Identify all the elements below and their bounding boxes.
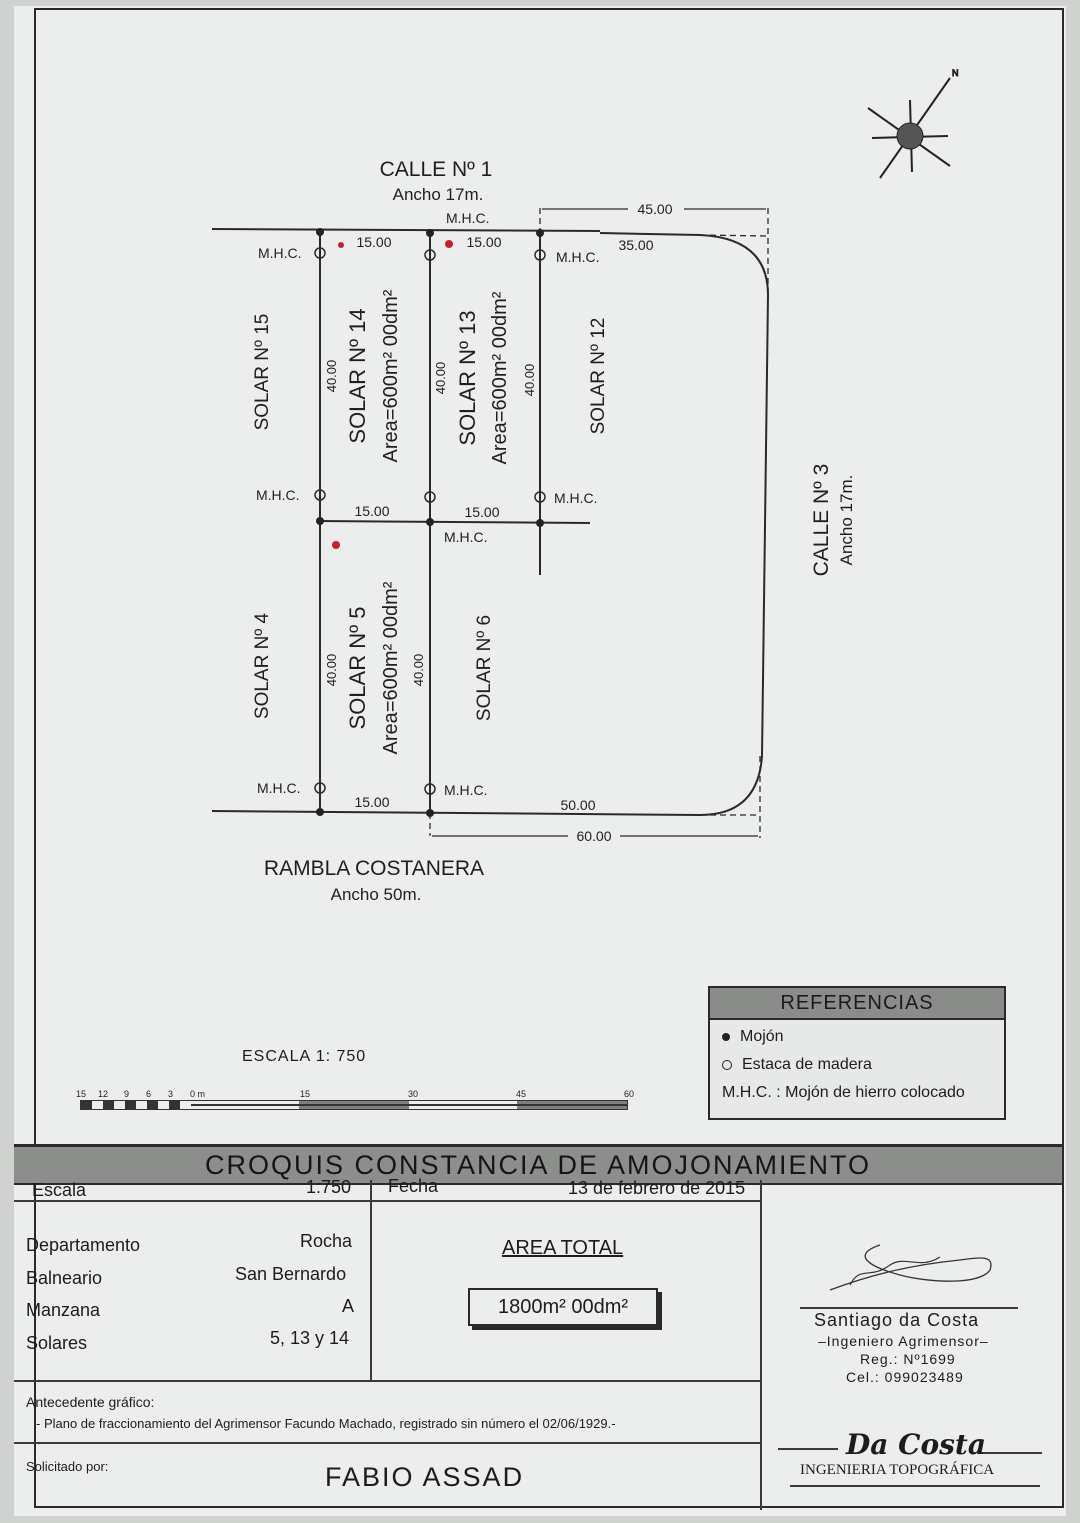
- svg-text:15: 15: [76, 1089, 86, 1099]
- svg-text:15: 15: [300, 1089, 310, 1099]
- svg-text:N: N: [952, 68, 959, 78]
- lot-13-label: SOLAR Nº 13: [455, 310, 480, 445]
- legend-item-estaca: Estaca de madera: [722, 1056, 872, 1074]
- surveyor-reg: Reg.: Nº1699: [860, 1351, 956, 1367]
- area-total-value: 1800m² 00dm²: [468, 1288, 658, 1326]
- svg-text:50.00: 50.00: [560, 797, 595, 813]
- street-right-width: Ancho 17m.: [837, 475, 856, 566]
- red-marks: [332, 240, 453, 549]
- mojon-markers: [316, 228, 544, 817]
- lot-5-area: Area=600m² 00dm²: [380, 581, 402, 754]
- svg-text:M.H.C.: M.H.C.: [256, 487, 300, 503]
- lot-4-label: SOLAR Nº 4: [252, 612, 273, 719]
- svg-text:6: 6: [146, 1089, 151, 1099]
- svg-text:15.00: 15.00: [354, 794, 389, 810]
- svg-text:40.00: 40.00: [433, 362, 448, 395]
- svg-text:9: 9: [124, 1089, 129, 1099]
- svg-text:60.00: 60.00: [576, 828, 611, 844]
- area-total-label: AREA TOTAL: [502, 1237, 624, 1259]
- svg-text:40.00: 40.00: [324, 654, 339, 687]
- svg-text:3: 3: [168, 1089, 173, 1099]
- svg-text:M.H.C.: M.H.C.: [554, 490, 598, 506]
- svg-text:0 m: 0 m: [190, 1089, 205, 1099]
- scale-label: ESCALA 1: 750: [242, 1048, 367, 1065]
- escala-value: 1:750: [306, 1177, 352, 1197]
- fecha-label: Fecha: [388, 1176, 439, 1196]
- svg-text:35.00: 35.00: [618, 237, 653, 253]
- signature-image: [829, 1244, 992, 1291]
- svg-text:45: 45: [516, 1089, 526, 1099]
- balneario-value: San Bernardo: [235, 1264, 347, 1284]
- brand-subtitle: INGENIERIA TOPOGRÁFICA: [800, 1462, 995, 1478]
- lot-14-label: SOLAR Nº 14: [345, 308, 370, 443]
- scale-tick-labels: 15 12 9 6 3 0 m 15 30 45 60: [76, 1089, 634, 1099]
- surveyor-name: Santiago da Costa: [814, 1310, 980, 1330]
- lot-13-area: Area=600m² 00dm²: [489, 291, 511, 464]
- solicitado-value: FABIO ASSAD: [325, 1462, 525, 1492]
- svg-text:M.H.C.: M.H.C.: [446, 210, 490, 226]
- mhc-markers: [314, 247, 546, 795]
- solares-value: 5, 13 y 14: [270, 1328, 350, 1348]
- svg-text:15.00: 15.00: [356, 234, 391, 250]
- brand-logo: Da Costa: [846, 1428, 986, 1461]
- antecedente-text: - Plano de fraccionamiento del Agrimenso…: [36, 1416, 616, 1431]
- survey-plan: N CALLE: [76, 68, 959, 1100]
- lot-12-label: SOLAR Nº 12: [588, 318, 609, 435]
- drawing-frame: [34, 8, 1064, 1508]
- title-block-header: CROQUIS CONSTANCIA DE AMOJONAMIENTO: [14, 1144, 1062, 1185]
- fecha-value: 13 de febrero de 2015: [568, 1178, 746, 1198]
- svg-text:40.00: 40.00: [324, 360, 339, 393]
- balneario-label: Balneario: [26, 1268, 103, 1288]
- svg-text:15.00: 15.00: [464, 504, 499, 520]
- svg-text:M.H.C.: M.H.C.: [258, 245, 302, 261]
- circle-icon: [722, 1060, 732, 1070]
- lot-14-area: Area=600m² 00dm²: [380, 289, 402, 462]
- surveyor-title: –Ingeniero Agrimensor–: [818, 1333, 989, 1349]
- surveyor-cel: Cel.: 099023489: [846, 1369, 964, 1385]
- svg-text:45.00: 45.00: [637, 201, 672, 217]
- svg-text:15.00: 15.00: [354, 503, 389, 519]
- references-legend: REFERENCIAS Mojón Estaca de madera M.H.C…: [708, 986, 1006, 1120]
- manzana-value: A: [342, 1296, 355, 1316]
- solicitado-label: Solicitado por:: [26, 1459, 109, 1474]
- departamento-value: Rocha: [300, 1231, 353, 1251]
- antecedente-label: Antecedente gráfico:: [26, 1394, 155, 1410]
- north-arrow-icon: N: [867, 68, 959, 179]
- manzana-label: Manzana: [26, 1300, 101, 1320]
- lot-5-label: SOLAR Nº 5: [345, 607, 370, 730]
- legend-item-mojon: Mojón: [722, 1028, 784, 1046]
- scale-bar: [80, 1100, 628, 1110]
- svg-text:12: 12: [98, 1089, 108, 1099]
- dimension-labels: 15.00 15.00 15.00 15.00 15.00 45.00 35.0…: [324, 201, 673, 844]
- svg-text:15.00: 15.00: [466, 234, 501, 250]
- dimension-arrows: [432, 208, 766, 837]
- svg-text:M.H.C.: M.H.C.: [444, 529, 488, 545]
- svg-text:40.00: 40.00: [411, 654, 426, 687]
- svg-text:30: 30: [408, 1089, 418, 1099]
- svg-text:M.H.C.: M.H.C.: [444, 782, 488, 798]
- solares-label: Solares: [26, 1333, 88, 1353]
- references-title: REFERENCIAS: [710, 988, 1004, 1020]
- svg-text:M.H.C.: M.H.C.: [556, 249, 600, 265]
- street-right-name: CALLE Nº 3: [810, 464, 833, 577]
- street-bottom-width: Ancho 50m.: [331, 885, 422, 904]
- legend-item-mhc: M.H.C. : Mojón de hierro colocado: [722, 1084, 965, 1101]
- lot-6-label: SOLAR Nº 6: [474, 615, 495, 721]
- departamento-label: Departamento: [26, 1235, 141, 1255]
- street-top-name: CALLE Nº 1: [380, 158, 493, 181]
- lot-15-label: SOLAR Nº 15: [252, 314, 273, 431]
- svg-text:60: 60: [624, 1089, 634, 1099]
- street-top-width: Ancho 17m.: [393, 185, 484, 204]
- svg-text:M.H.C.: M.H.C.: [257, 780, 301, 796]
- filled-dot-icon: [722, 1033, 730, 1041]
- svg-text:40.00: 40.00: [522, 364, 537, 397]
- escala-label: Escala: [32, 1180, 87, 1200]
- street-bottom-name: RAMBLA COSTANERA: [264, 857, 484, 880]
- mhc-labels: M.H.C. M.H.C. M.H.C. M.H.C. M.H.C. M.H.C…: [256, 210, 600, 798]
